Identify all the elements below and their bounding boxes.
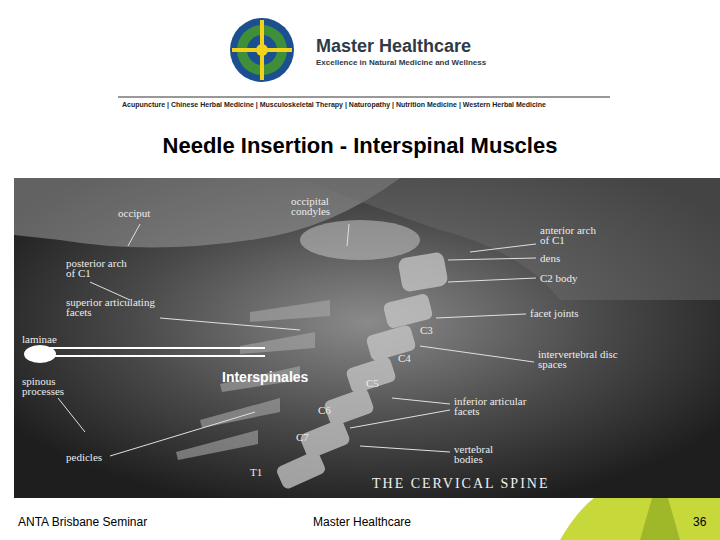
anatomy-label: inferior articular facets xyxy=(454,396,534,416)
anatomy-label: posterior arch of C1 xyxy=(66,258,128,278)
image-caption: THE CERVICAL SPINE xyxy=(372,476,549,492)
anatomy-label: pedicles xyxy=(66,452,102,462)
footer-text: Master Healthcare xyxy=(313,515,411,529)
anatomy-label: occipital condyles xyxy=(291,196,349,216)
muscle-label: Interspinales xyxy=(222,369,308,385)
anatomy-label: laminae xyxy=(22,334,57,344)
vertebra-label: T1 xyxy=(250,467,262,477)
anatomy-label: anterior arch of C1 xyxy=(540,225,604,245)
anatomy-label: spinous processes xyxy=(22,376,82,396)
anatomy-label: C2 body xyxy=(540,273,578,283)
vertebra-label: C6 xyxy=(318,405,331,415)
anatomy-label: dens xyxy=(540,253,560,263)
footer-text: ANTA Brisbane Seminar xyxy=(18,515,147,529)
brand-name: Master Healthcare xyxy=(316,36,471,57)
vertebra-label: C5 xyxy=(366,378,379,388)
vertebra-label: C3 xyxy=(420,325,433,335)
anatomy-label: facet joints xyxy=(530,308,579,318)
services-line: Acupuncture | Chinese Herbal Medicine | … xyxy=(122,101,546,108)
brand-tagline: Excellence in Natural Medicine and Welln… xyxy=(316,58,486,67)
vertebra-label: C4 xyxy=(398,353,411,363)
logo-emblem xyxy=(230,18,294,82)
anatomy-label: intervertebral disc spaces xyxy=(538,349,622,369)
xray-image xyxy=(14,178,720,498)
vertebra-label: C7 xyxy=(296,432,309,442)
anatomy-label: superior articulating facets xyxy=(66,297,162,317)
slide-title: Needle Insertion - Interspinal Muscles xyxy=(0,133,720,159)
anatomy-label: vertebral bodies xyxy=(454,444,512,464)
anatomy-label: occiput xyxy=(118,208,150,218)
header-rule xyxy=(118,97,610,98)
page-number: 36 xyxy=(693,515,706,529)
